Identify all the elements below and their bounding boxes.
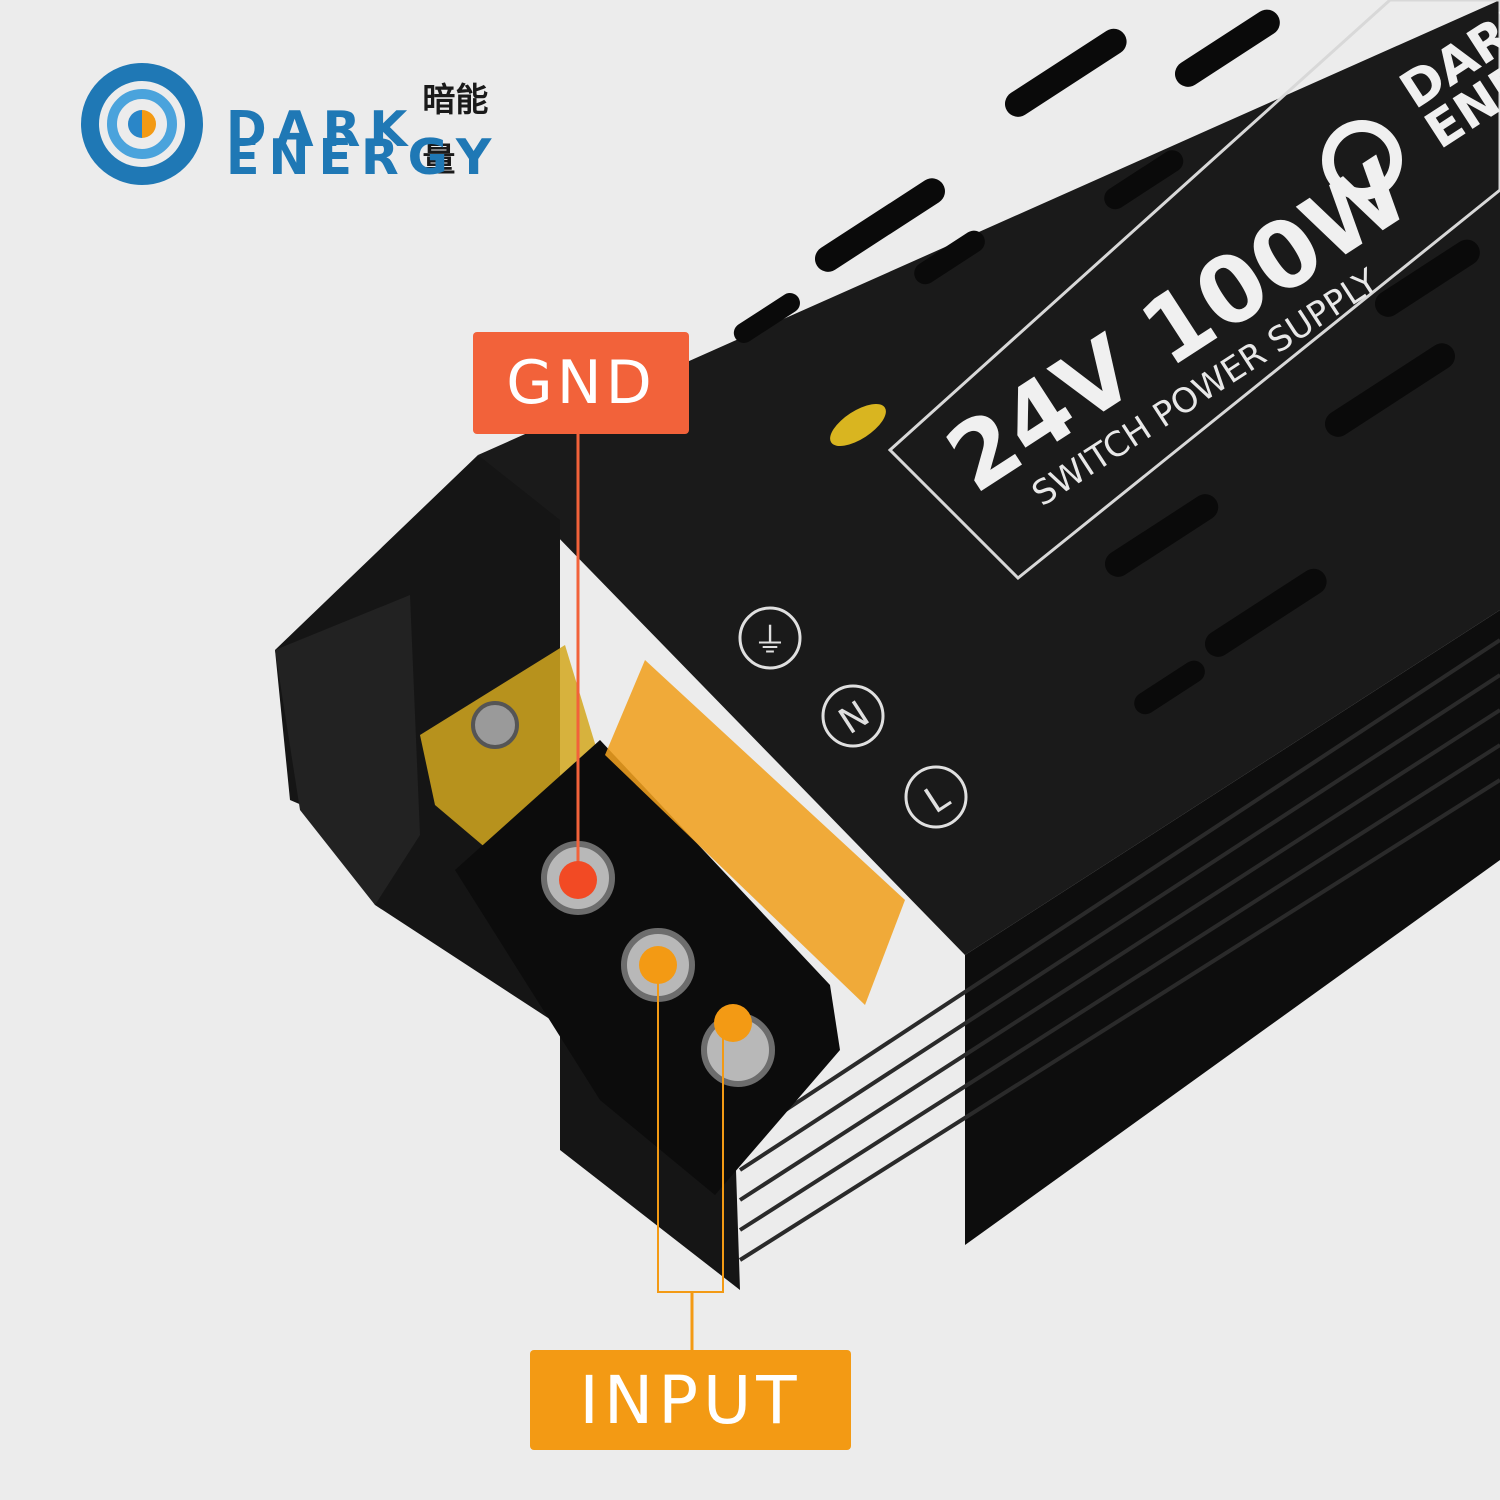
housing-fins (738, 638, 1500, 1262)
input-callout: INPUT (530, 1350, 851, 1450)
label-logo-icon (1322, 120, 1402, 200)
brand-name-line2: ENERGY (226, 129, 501, 186)
brand-logo: DARK 暗能量 ENERGY (80, 62, 510, 192)
brand-name-cn: 暗能量 (422, 80, 489, 179)
housing-top (478, 0, 1500, 955)
brand-name-en: DARK (226, 101, 417, 158)
label-panel (887, 0, 1500, 581)
terminal-cover (605, 660, 905, 1005)
brand-name-line1: DARK 暗能量 (226, 70, 510, 190)
pcb-screw (471, 701, 519, 749)
vent-slots (733, 9, 1480, 715)
gnd-callout: GND (473, 332, 689, 434)
terminal-symbols (738, 606, 968, 829)
capacitor-glimpse (830, 403, 886, 447)
mounting-tab (275, 595, 420, 905)
gnd-marker (559, 861, 597, 899)
pcb-board (420, 645, 600, 860)
ground-symbol: ⏚ (753, 621, 787, 661)
dark-energy-logo-icon (81, 63, 203, 185)
input-marker-2 (714, 1004, 752, 1042)
housing-side (965, 610, 1500, 1245)
